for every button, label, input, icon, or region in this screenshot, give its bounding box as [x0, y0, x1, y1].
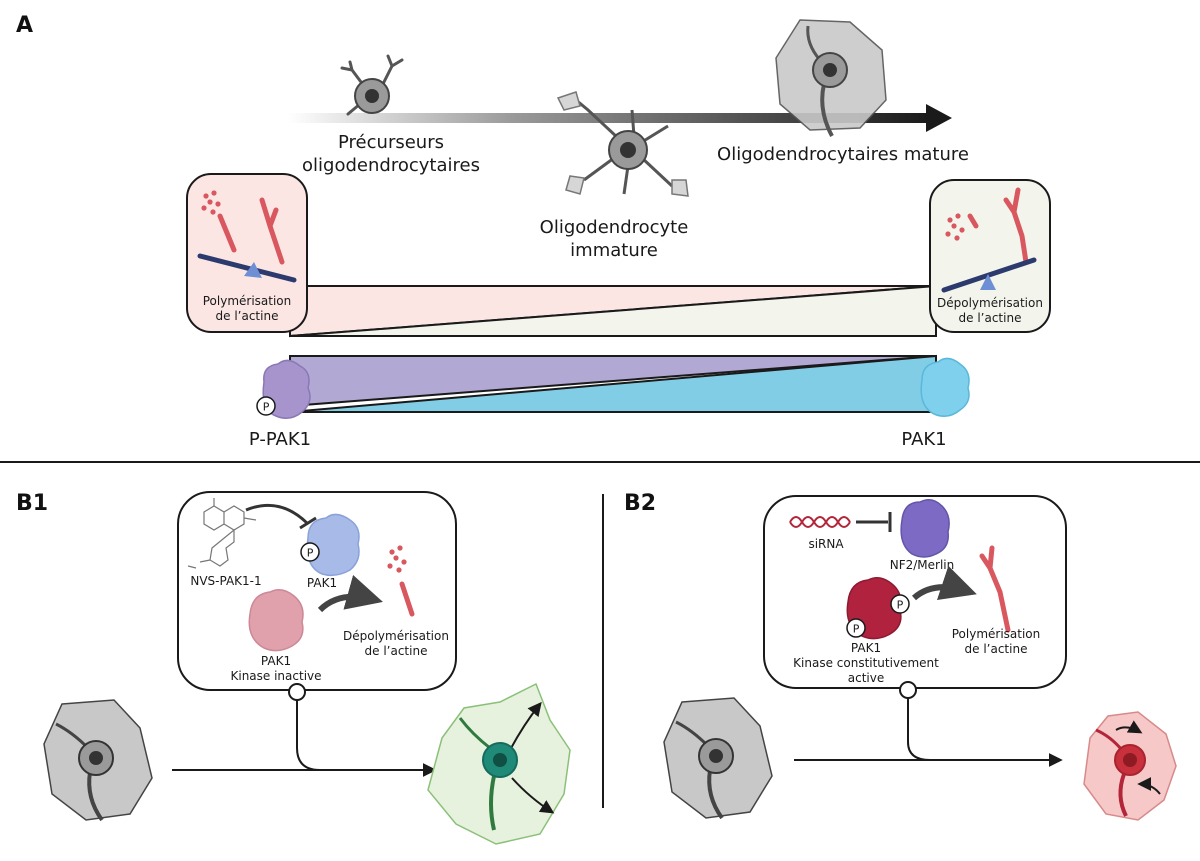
actin-filament-icon — [967, 213, 979, 229]
phospho-marker: P — [897, 599, 904, 612]
b2-mutant-label-line3: active — [848, 671, 884, 685]
actin-filament-icon — [259, 197, 285, 265]
fulcrum-icon — [980, 274, 996, 290]
immature-cell-icon — [556, 91, 689, 197]
depolymerisation-label-line2: de l’actine — [959, 311, 1022, 325]
b1-start-cell-icon — [43, 699, 153, 822]
b2-effect-label-line1: Polymérisation — [952, 627, 1041, 641]
b2-effect-label-line2: de l’actine — [965, 642, 1028, 656]
b1-mutant-label-line2: Kinase inactive — [230, 669, 321, 683]
b1-actin-monomers-icon — [387, 545, 407, 573]
b1-effect-arrow — [317, 574, 383, 613]
nf2-merlin-protein-icon — [900, 499, 950, 558]
phospho-marker: P — [853, 623, 860, 636]
actin-monomers-icon — [201, 190, 221, 215]
stage-precursor-label-line2: oligodendrocytaires — [302, 155, 480, 176]
pak1-protein-icon — [920, 357, 970, 417]
fulcrum-icon — [244, 262, 262, 278]
b1-expanded-cell-icon — [427, 682, 571, 845]
sirna-label: siRNA — [808, 537, 844, 551]
polymerisation-label-line1: Polymérisation — [203, 294, 292, 308]
b1-pak1-protein-icon: P — [300, 513, 360, 577]
depolymerisation-label-line1: Dépolymérisation — [937, 296, 1043, 310]
b2-start-cell-icon — [663, 697, 773, 820]
b2-mutant-label-line1: PAK1 — [851, 641, 881, 655]
phospho-marker: P — [263, 401, 270, 414]
sirna-helix-icon — [789, 516, 851, 528]
b1-pak1-label: PAK1 — [307, 576, 337, 590]
inhibition-arrow — [245, 503, 310, 526]
b2-retracted-cell-icon — [1083, 711, 1177, 821]
b1-kinase-inactive-icon — [248, 589, 304, 652]
actin-filament-icon — [217, 213, 237, 253]
b1-connector-line — [296, 700, 321, 771]
b1-connector-node — [288, 683, 306, 701]
b1-mutant-label-line1: PAK1 — [261, 654, 291, 668]
b2-mutant-label-line2: Kinase constitutivement — [793, 656, 939, 670]
inhibitor-structure-icon — [187, 498, 257, 569]
mature-cell-icon — [775, 19, 887, 137]
maturation-arrow — [288, 104, 952, 132]
b1-actin-filament-icon — [399, 581, 415, 617]
panel-a-letter: A — [16, 13, 33, 38]
stage-mature-label: Oligodendrocytaires mature — [717, 144, 969, 165]
phospho-marker: P — [307, 547, 314, 560]
inhibition-bar — [299, 516, 317, 530]
actin-monomers-icon — [945, 213, 965, 241]
b2-effect-arrow — [911, 565, 977, 601]
nf2-merlin-label: NF2/Merlin — [890, 558, 955, 572]
actin-filament-icon — [1003, 187, 1029, 265]
p-pak1-protein-icon: P — [256, 359, 311, 419]
panel-b1-letter: B1 — [16, 491, 48, 516]
seesaw-icon — [197, 253, 297, 283]
b1-mechanism-box — [177, 491, 457, 691]
b2-actin-filament-icon — [979, 545, 1011, 633]
inhibitor-label: NVS-PAK1-1 — [190, 574, 261, 588]
stage-precursor-label-line1: Précurseurs — [338, 132, 444, 153]
p-pak1-label: P-PAK1 — [249, 429, 311, 450]
panel-b2-letter: B2 — [624, 491, 656, 516]
b1-effect-label-line1: Dépolymérisation — [343, 629, 449, 643]
pak1-label: PAK1 — [901, 429, 946, 450]
precursor-cell-icon — [340, 54, 404, 116]
b2-kinase-active-icon: P P — [846, 577, 910, 640]
depolymerisation-box: Dépolymérisation de l’actine — [929, 179, 1051, 333]
seesaw-icon — [941, 257, 1037, 293]
stage-immature-label-line2: immature — [570, 240, 658, 261]
stage-immature-label-line1: Oligodendrocyte — [540, 217, 689, 238]
b1-effect-label-line2: de l’actine — [365, 644, 428, 658]
b2-connector-line — [907, 698, 931, 761]
polymerisation-label-line2: de l’actine — [216, 309, 279, 323]
polymerisation-box: Polymérisation de l’actine — [186, 173, 308, 333]
b2-connector-node — [899, 681, 917, 699]
